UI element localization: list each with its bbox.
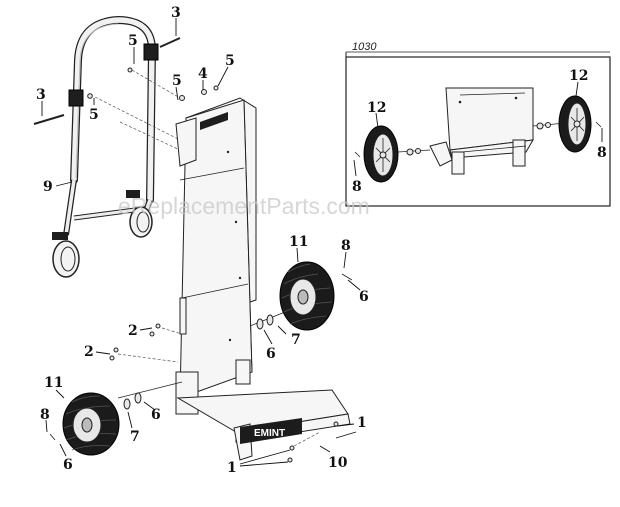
callout-3: 3 [36, 87, 46, 103]
main-wheel-left [62, 392, 120, 456]
callout-1: 1 [227, 460, 237, 476]
inset-border [345, 56, 611, 207]
main-wheel-right [279, 261, 335, 331]
callout-2: 2 [84, 344, 94, 360]
callout-5: 5 [89, 107, 99, 123]
callout-6: 6 [359, 289, 369, 305]
callout-10: 10 [328, 455, 348, 471]
frame-back-plate [175, 97, 257, 415]
callout-8: 8 [341, 238, 351, 254]
callout-1: 1 [357, 415, 367, 431]
callout-8: 8 [597, 145, 607, 161]
callout-7: 7 [291, 332, 301, 348]
handle-clamp-left [68, 89, 84, 107]
callout-9: 9 [43, 179, 53, 195]
callouts: 3 3 5 5 5 5 4 9 11 11 8 8 8 8 6 6 6 6 7 … [36, 5, 607, 476]
inset-back-plate [397, 87, 567, 175]
callout-8: 8 [352, 179, 362, 195]
callout-5: 5 [128, 33, 138, 49]
inset-title: 1030 [352, 41, 377, 53]
callout-5: 5 [172, 73, 182, 89]
handle-clamp-right [143, 43, 159, 61]
toe-plate: EMINT [176, 389, 351, 463]
callout-6: 6 [63, 457, 73, 473]
callout-12: 12 [367, 100, 386, 116]
handle-assembly [52, 15, 159, 278]
handle-hardware [33, 37, 219, 151]
callout-11: 11 [289, 234, 308, 250]
callout-8: 8 [40, 407, 50, 423]
callout-6: 6 [151, 407, 161, 423]
watermark: eReplacementParts.com [118, 193, 370, 219]
callout-2: 2 [128, 323, 138, 339]
callout-7: 7 [130, 429, 140, 445]
callout-11: 11 [44, 375, 63, 391]
leader-lines [41, 18, 603, 467]
toe-plate-label: EMINT [254, 428, 285, 439]
inset-wheel-right [558, 95, 592, 153]
callout-12: 12 [569, 68, 588, 84]
inset-wheel-left [363, 125, 399, 183]
callout-4: 4 [198, 66, 208, 82]
inset-1030: 1030 [345, 41, 611, 207]
callout-3: 3 [171, 5, 181, 21]
callout-5: 5 [225, 53, 235, 69]
callout-6: 6 [266, 346, 276, 362]
